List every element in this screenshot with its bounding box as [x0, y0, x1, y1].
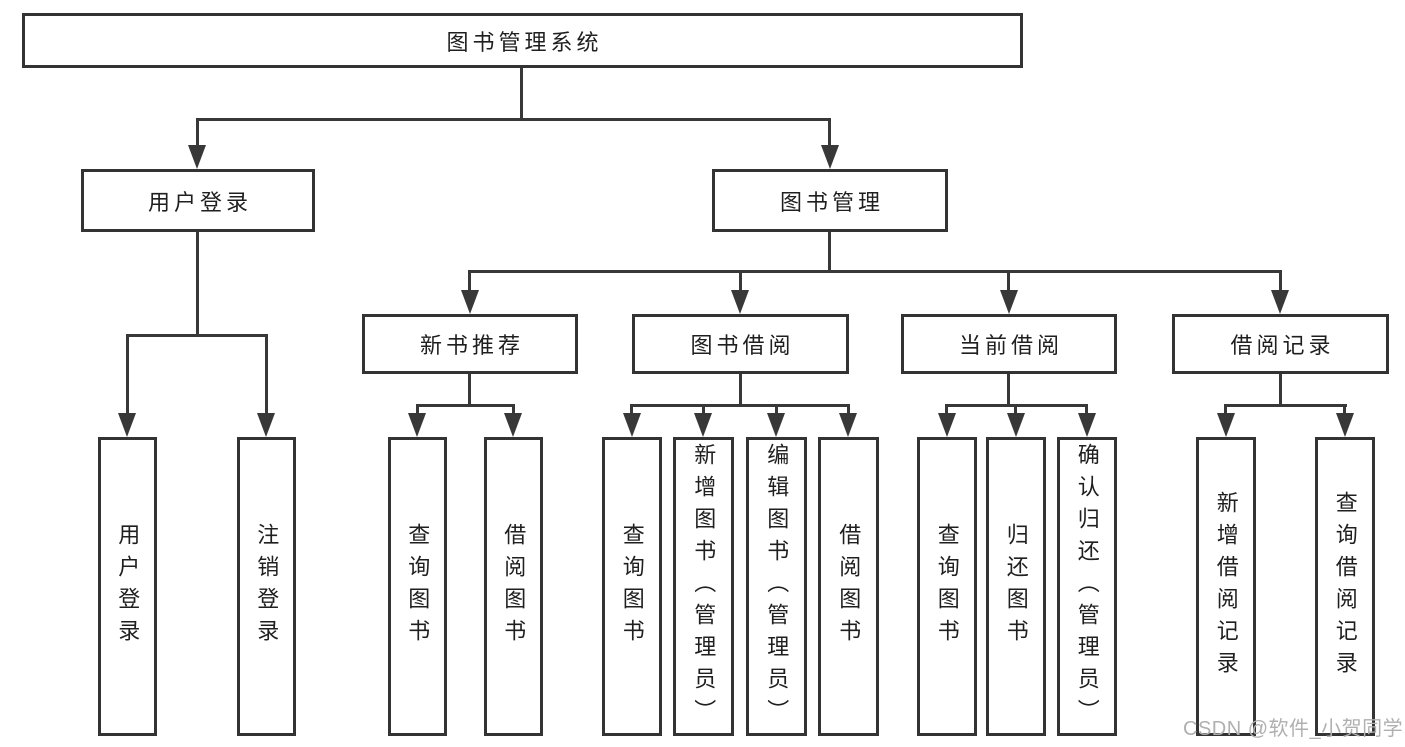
arrowhead-down-icon: [938, 413, 956, 437]
node-label: 图书管理: [779, 189, 884, 215]
node-label: 编辑图书（管理员）: [764, 442, 790, 731]
node-current-borrowing: 当前借阅: [901, 314, 1117, 374]
node-label: 查询图书: [619, 522, 645, 651]
leaf-query-books-current: 查询图书: [917, 437, 977, 736]
node-label: 借阅记录: [1230, 333, 1335, 358]
arrowhead-down-icon: [1078, 413, 1096, 437]
node-label: 借阅图书: [501, 522, 527, 651]
connector-line: [739, 374, 742, 406]
node-label: 图书借阅: [690, 333, 795, 358]
arrowhead-down-icon: [1007, 413, 1025, 437]
node-label: 用户登录: [115, 522, 141, 651]
node-label: 新书推荐: [419, 333, 524, 358]
connector-line: [196, 118, 831, 121]
leaf-borrow-books-recommend: 借阅图书: [484, 437, 543, 736]
connector-line: [265, 334, 268, 416]
arrowhead-down-icon: [694, 413, 712, 437]
leaf-query-books-recommend: 查询图书: [388, 437, 447, 736]
arrowhead-down-icon: [461, 290, 479, 314]
arrowhead-down-icon: [1336, 413, 1354, 437]
node-borrowing-records: 借阅记录: [1172, 314, 1389, 374]
leaf-confirm-return-admin: 确认归还（管理员）: [1057, 437, 1117, 736]
connector-line: [739, 270, 742, 294]
node-label: 当前借阅: [958, 333, 1063, 358]
connector-line: [1224, 404, 1347, 407]
connector-line: [945, 404, 948, 418]
node-label: 查询图书: [405, 522, 431, 651]
arrowhead-down-icon: [257, 413, 275, 437]
connector-line: [1007, 270, 1010, 294]
arrowhead-down-icon: [118, 413, 136, 437]
node-label: 查询图书: [934, 522, 960, 651]
connector-line: [630, 404, 849, 407]
leaf-return-book: 归还图书: [986, 437, 1046, 736]
node-label: 归还图书: [1003, 522, 1029, 651]
connector-line: [828, 118, 831, 148]
connector-line: [1224, 404, 1227, 418]
connector-line: [126, 334, 268, 337]
connector-line: [775, 404, 778, 418]
node-book-management: 图书管理: [712, 169, 948, 232]
connector-line: [1279, 270, 1282, 294]
arrowhead-down-icon: [1217, 413, 1235, 437]
leaf-add-book-admin: 新增图书（管理员）: [673, 437, 734, 736]
connector-line: [1007, 374, 1010, 406]
arrowhead-down-icon: [188, 145, 206, 169]
connector-line: [630, 404, 633, 418]
arrowhead-down-icon: [731, 290, 749, 314]
leaf-edit-book-admin: 编辑图书（管理员）: [746, 437, 807, 736]
node-user-login: 用户登录: [81, 169, 315, 232]
connector-line: [196, 118, 199, 148]
arrowhead-down-icon: [839, 413, 857, 437]
leaf-query-books-borrowing: 查询图书: [602, 437, 662, 736]
node-label: 注销登录: [254, 522, 280, 651]
arrowhead-down-icon: [1271, 290, 1289, 314]
connector-line: [468, 374, 471, 406]
node-label: 新增图书（管理员）: [691, 442, 717, 731]
arrowhead-down-icon: [408, 413, 426, 437]
leaf-query-borrow-record: 查询借阅记录: [1315, 437, 1375, 736]
connector-line: [468, 270, 471, 294]
connector-line: [828, 232, 831, 272]
arrowhead-down-icon: [767, 413, 785, 437]
leaf-user-login: 用户登录: [98, 437, 157, 736]
connector-line: [1014, 404, 1017, 418]
connector-line: [847, 404, 850, 418]
arrowhead-down-icon: [504, 413, 522, 437]
connector-line: [126, 334, 129, 416]
node-label: 图书管理系统: [446, 29, 603, 55]
connector-line: [702, 404, 705, 418]
node-label: 新增借阅记录: [1213, 490, 1239, 683]
node-new-book-recommendation: 新书推荐: [362, 314, 578, 374]
connector-line: [512, 404, 515, 418]
connector-line: [1085, 404, 1088, 418]
connector-line: [1343, 404, 1346, 418]
leaf-logout: 注销登录: [237, 437, 296, 736]
leaf-add-borrow-record: 新增借阅记录: [1196, 437, 1256, 736]
node-label: 确认归还（管理员）: [1074, 442, 1100, 731]
connector-line: [468, 270, 1282, 273]
leaf-borrow-books-borrowing: 借阅图书: [818, 437, 879, 736]
node-label: 用户登录: [147, 189, 252, 215]
watermark-text: CSDN @软件_小贺同学: [1183, 718, 1404, 740]
arrowhead-down-icon: [821, 145, 839, 169]
connector-line: [1279, 374, 1282, 406]
arrowhead-down-icon: [1000, 290, 1018, 314]
node-book-borrowing: 图书借阅: [632, 314, 849, 374]
connector-line: [416, 404, 419, 418]
arrowhead-down-icon: [623, 413, 641, 437]
node-label: 借阅图书: [836, 522, 862, 651]
node-library-management-system: 图书管理系统: [22, 13, 1023, 68]
connector-line: [520, 68, 523, 118]
node-label: 查询借阅记录: [1332, 490, 1358, 683]
connector-line: [416, 404, 515, 407]
connector-line: [196, 232, 199, 336]
